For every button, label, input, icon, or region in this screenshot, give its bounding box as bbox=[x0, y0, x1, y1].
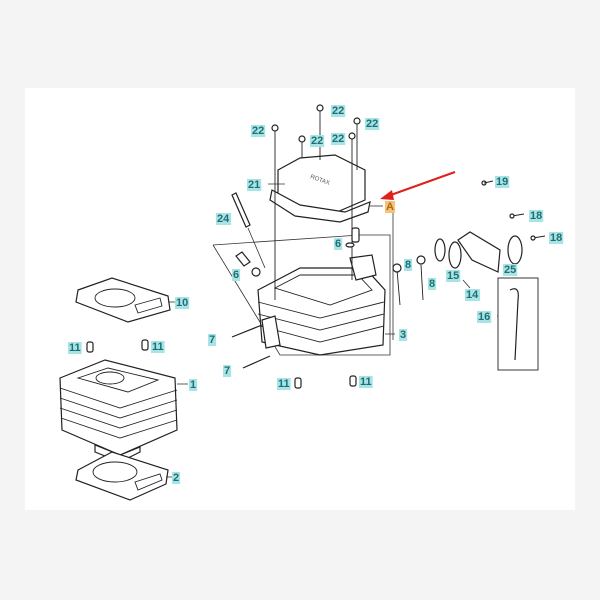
callout-highlight bbox=[223, 365, 232, 377]
callout-21[interactable]: 21 bbox=[248, 179, 260, 191]
dowel-pins-11 bbox=[86, 339, 357, 389]
callout-highlight bbox=[216, 213, 232, 225]
callout-25[interactable]: 25 bbox=[504, 264, 516, 276]
cylinder-head-3 bbox=[257, 254, 386, 356]
callout-6[interactable]: 6 bbox=[233, 269, 239, 281]
plugs-6 bbox=[235, 227, 360, 277]
spark-plug-24 bbox=[231, 192, 266, 269]
callout-highlight bbox=[549, 232, 564, 244]
cylinder-1 bbox=[59, 359, 178, 463]
callout-highlight bbox=[529, 210, 544, 222]
callout-highlight bbox=[277, 378, 291, 390]
callout-6[interactable]: 6 bbox=[335, 238, 341, 250]
callout-16[interactable]: 16 bbox=[478, 311, 490, 323]
callout-highlight bbox=[503, 264, 518, 276]
red-pointer-arrow bbox=[380, 171, 456, 200]
callout-8[interactable]: 8 bbox=[429, 278, 435, 290]
callout-24[interactable]: 24 bbox=[217, 213, 230, 225]
callout-highlight bbox=[365, 118, 380, 130]
callout-highlight bbox=[208, 334, 217, 346]
callout-10[interactable]: 10 bbox=[176, 297, 188, 309]
callout-11[interactable]: 11 bbox=[360, 376, 372, 388]
head-cover-21: ROTAX bbox=[269, 154, 371, 223]
callout-highlight bbox=[251, 125, 266, 137]
callout-11[interactable]: 11 bbox=[278, 378, 290, 390]
cover-bolts-22 bbox=[271, 104, 361, 300]
base-gasket-2 bbox=[75, 451, 169, 501]
callout-highlight bbox=[172, 472, 181, 484]
callout-highlight bbox=[175, 297, 190, 309]
leader-lines bbox=[166, 183, 498, 478]
callout-highlight bbox=[428, 278, 437, 290]
callout-highlight bbox=[68, 342, 82, 354]
callout-A[interactable]: A bbox=[386, 201, 394, 213]
callout-3[interactable]: 3 bbox=[400, 329, 406, 341]
callout-highlight bbox=[189, 379, 198, 391]
studs-7 bbox=[231, 324, 271, 369]
callout-14[interactable]: 14 bbox=[466, 289, 479, 301]
callout-2[interactable]: 2 bbox=[173, 472, 179, 484]
callout-18[interactable]: 18 bbox=[530, 210, 542, 222]
callout-1[interactable]: 1 bbox=[190, 379, 196, 391]
callout-highlight bbox=[399, 329, 408, 341]
callout-7[interactable]: 7 bbox=[224, 365, 230, 377]
callout-highlight bbox=[359, 376, 373, 388]
head-gasket-10 bbox=[75, 277, 171, 323]
callout-22[interactable]: 22 bbox=[332, 105, 344, 117]
callout-22[interactable]: 22 bbox=[252, 125, 264, 137]
callout-highlight bbox=[310, 135, 325, 147]
callout-8[interactable]: 8 bbox=[405, 259, 411, 271]
callout-22[interactable]: 22 bbox=[366, 118, 378, 130]
callout-highlight bbox=[385, 201, 395, 213]
callout-highlight bbox=[334, 238, 343, 250]
callout-highlight bbox=[477, 311, 492, 323]
callout-18[interactable]: 18 bbox=[550, 232, 562, 244]
head-bolts-8 bbox=[392, 255, 426, 306]
callout-highlight bbox=[446, 270, 461, 282]
callout-highlight bbox=[232, 269, 241, 281]
callout-22[interactable]: 22 bbox=[311, 135, 323, 147]
callout-11[interactable]: 11 bbox=[152, 341, 164, 353]
callout-highlight bbox=[495, 176, 510, 188]
callout-7[interactable]: 7 bbox=[209, 334, 215, 346]
callout-labels: 22 22 22 22 22 21 A 24 19 18 18 6 6 8 8 … bbox=[68, 105, 564, 484]
callout-highlight bbox=[404, 259, 413, 271]
callout-highlight bbox=[331, 133, 346, 145]
callout-22[interactable]: 22 bbox=[332, 133, 344, 145]
intake-manifold-14 bbox=[434, 180, 546, 273]
breather-hose-16 bbox=[497, 277, 539, 371]
callout-15[interactable]: 15 bbox=[447, 270, 459, 282]
callout-highlight bbox=[151, 341, 165, 353]
callout-highlight bbox=[247, 179, 262, 191]
callout-11[interactable]: 11 bbox=[69, 342, 81, 354]
callout-highlight bbox=[465, 289, 481, 301]
callout-highlight bbox=[331, 105, 346, 117]
callout-19[interactable]: 19 bbox=[496, 176, 508, 188]
